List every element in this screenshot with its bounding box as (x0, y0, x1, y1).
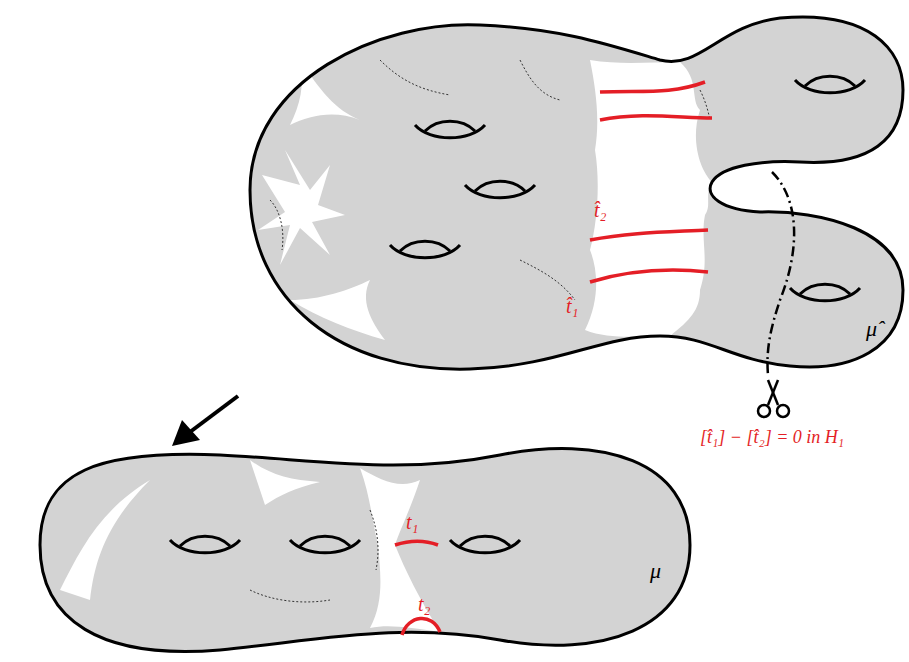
white-cusp (60, 480, 150, 600)
white-region (360, 468, 440, 632)
surface-outline (40, 448, 690, 651)
handles (170, 536, 520, 553)
curve-label: t̂₁ (566, 296, 579, 316)
homology-note: [t̂₁] − [t̂₂] = 0 in H₁ (700, 428, 844, 446)
white-region (585, 60, 712, 337)
curve-label: μ̂ (866, 318, 877, 340)
white-cusp (290, 280, 385, 340)
curve-label: t̂₂ (594, 200, 607, 220)
handles (390, 76, 865, 301)
surface-outline (250, 17, 903, 369)
fold-lines (250, 510, 378, 602)
cut-line (768, 172, 795, 375)
white-cusp (290, 60, 360, 125)
white-star (258, 150, 345, 265)
red-arcs (590, 82, 712, 282)
curve-label: t₁ (406, 512, 419, 532)
fold-lines (270, 60, 710, 300)
map-arrow (172, 396, 238, 446)
surface-outline (250, 17, 903, 369)
surface-outline (40, 448, 690, 651)
white-cusp (250, 460, 320, 505)
curve-label: μ (650, 560, 661, 582)
red-arcs (395, 541, 440, 635)
scissors-symbol (758, 380, 789, 417)
curve-label: t₂ (418, 594, 431, 614)
